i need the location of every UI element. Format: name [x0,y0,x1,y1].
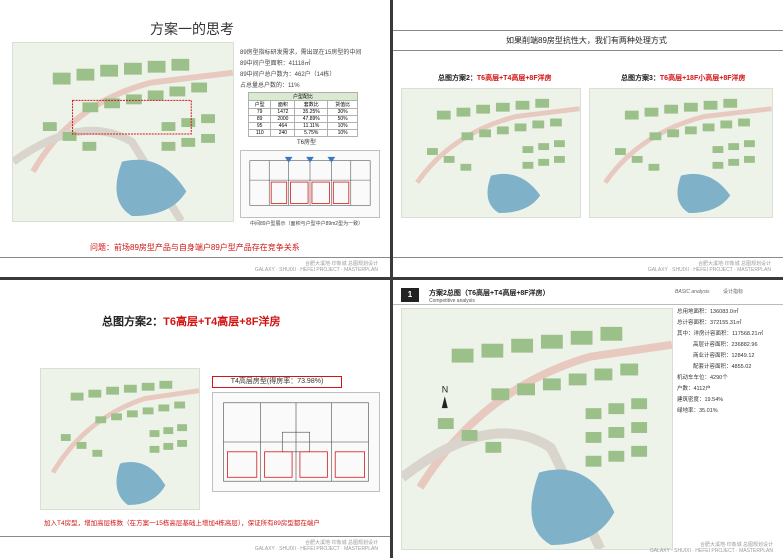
footer-line: 合肥大溪地·印象城 总图规划设计 [304,540,378,546]
note-line-4: 占总量总户数的：11% [240,83,300,89]
north-arrow-icon [441,396,448,409]
stat-line: 总用地面积：136083.0㎡ [677,309,739,315]
table-cell: 10% [327,129,358,137]
table-cell: 11.11% [294,122,329,130]
footer-divider [393,257,783,258]
table-header: 套数比 [294,100,329,109]
scheme-b-masterplan [589,88,773,218]
footer: 合肥大溪地·印象城 总图规划设计 GALAXY · SHUIXI · HEFEI… [255,540,378,552]
masterplan-image [590,89,772,217]
stat-line: 机动车车位：4290个 [677,375,728,381]
table-header: 货值比 [327,100,358,109]
t6-floorplan [240,150,380,218]
right-label-2: 设计指标 [723,289,744,295]
slide3-title-prefix: 总图方案2： [102,316,164,328]
footer: 合肥大溪地·印象城 总图规划设计 GALAXY · SHUIXI · HEFEI… [648,261,771,273]
scheme-b-detail: T6高层+18F小高层+8F洋房 [659,75,746,82]
scheme-a-label: 总图方案2：T6高层+T4高层+8F洋房 [438,75,552,82]
slide4-subtitle: Competitive analysis [429,298,475,304]
north-arrow-label: N [442,384,448,394]
footer-line: GALAXY · SHUIXI · HEFEI PROJECT · MASTER… [649,548,773,554]
floorplan-title: T6房型 [297,140,317,146]
stat-line: 绿地率：35.01% [677,408,718,414]
table-cell: 5.75% [294,129,329,137]
table-cell: 2000 [270,115,296,123]
stat-line: 商业计容面积：12849.12 [693,353,755,359]
stat-line: 配套计容面积：4855.02 [693,364,752,370]
table-cell: 50% [327,115,358,123]
floorplan-drawing [213,393,379,491]
scheme2-masterplan [40,368,200,510]
note-line-1: 89房型指标研发需求，需出现在15房型的中间 [240,50,362,56]
site-masterplan-1 [12,42,234,222]
slide-1: 方案一的思考 89房型指标研发需求，需出现在15房型的中间 89中间户型面积：4… [0,0,390,277]
section-number: 1 [401,288,419,302]
masterplan-image [402,89,580,217]
table-cell: 1472 [270,108,296,116]
table-cell: 10% [327,122,358,130]
stat-line: 户数：4112户 [677,386,711,392]
table-cell: 79 [247,108,272,116]
scheme-a-prefix: 总图方案2： [438,75,477,82]
stat-line: 建筑密度：19.54% [677,397,724,403]
masterplan-image [41,369,199,509]
footer-line: 合肥大溪地·印象城 总图规划设计 [697,261,771,267]
header-divider [393,30,783,31]
t4-floorplan [212,392,380,492]
slide-3: 总图方案2：T6高层+T4高层+8F洋房 T4高层房型(得房率：73.98%) [0,280,390,558]
stat-line: 总计容面积：372155.31㎡ [677,320,742,326]
slide-4: 1 方案2总图（T6高层+T4高层+8F洋房） Competitive anal… [393,280,783,558]
table-caption: 户型配比 [248,92,358,101]
scheme-a-detail: T6高层+T4高层+8F洋房 [476,75,552,82]
slide4-title: 方案2总图（T6高层+T4高层+8F洋房） [429,290,550,297]
slide-2: 如果削端89房型抗性大，我们有两种处理方式 总图方案2：T6高层+T4高层+8F… [393,0,783,277]
bottom-note: 加入T4房型，增加高层栋数（在方案一15栋高层基础上增加4栋高层），保证所有89… [44,520,320,527]
table-cell: 35.25% [294,108,329,116]
scheme2-full-masterplan: N [401,308,673,550]
floorplan-caption: 中间89户型展示（面积与户型中户89m2型为一致） [250,221,364,227]
table-header: 面积 [270,100,296,109]
note-line-2: 89中间户型面积：41118㎡ [240,61,311,67]
footer-line: 合肥大溪地·印象城 总图规划设计 [304,261,378,267]
table-header: 户型 [247,100,272,109]
problem-statement: 问题：前场89房型产品与自身端户89户型产品存在竞争关系 [90,243,300,252]
masterplan-image [13,43,233,221]
right-label: BASIC analysis [675,289,710,295]
table-cell: 47.89% [294,115,329,123]
table-cell: 89 [247,115,272,123]
table-cell: 240 [270,129,296,137]
scheme-b-prefix: 总图方案3： [621,75,660,82]
t4-ratio-label: T4高层房型(得房率：73.98%) [212,376,342,388]
scheme-b-label: 总图方案3：T6高层+18F小高层+8F洋房 [621,75,745,82]
floorplan-drawing [242,151,378,217]
slide3-title-detail: T6高层+T4高层+8F洋房 [163,316,281,328]
scheme-a-masterplan [401,88,581,218]
footer-divider [0,536,390,537]
table-cell: 30% [327,108,358,116]
header-divider [393,50,783,51]
table-cell: 95 [247,122,272,130]
footer: 合肥大溪地·印象城 总图规划设计 GALAXY · SHUIXI · HEFEI… [650,542,773,554]
footer-line: GALAXY · SHUIXI · HEFEI PROJECT · MASTER… [647,267,771,273]
footer: 合肥大溪地·印象城 总图规划设计 GALAXY · SHUIXI · HEFEI… [255,261,378,273]
footer-line: 合肥大溪地·印象城 总图规划设计 [699,542,773,548]
slide1-title: 方案一的思考 [150,21,234,37]
note-line-3: 89中间户总户数为：462户（14栋） [240,72,336,78]
slide3-title: 总图方案2：T6高层+T4高层+8F洋房 [102,317,280,328]
footer-line: GALAXY · SHUIXI · HEFEI PROJECT · MASTER… [254,267,378,273]
masterplan-image: N [402,309,672,549]
stat-line: 其中：洋房计容面积：117568.21㎡ [677,331,764,337]
header-divider [393,304,783,305]
slide2-headline: 如果削端89房型抗性大，我们有两种处理方式 [506,36,667,45]
stat-line: 高层计容面积：236882.96 [693,342,758,348]
table-cell: 464 [270,122,296,130]
footer-line: GALAXY · SHUIXI · HEFEI PROJECT · MASTER… [254,546,378,552]
footer-divider [0,257,390,258]
table-cell: 110 [247,129,272,137]
